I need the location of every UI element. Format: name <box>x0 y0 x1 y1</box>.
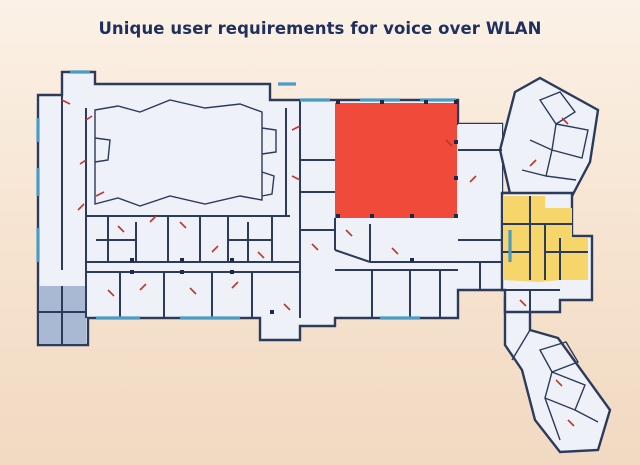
interior-walls <box>61 91 599 441</box>
east-wing-partitions <box>503 196 588 280</box>
southeast-wing-floor <box>503 296 612 454</box>
structural-posts <box>130 100 458 314</box>
large-open-room <box>335 103 457 218</box>
southwest-partitions <box>39 286 86 345</box>
diagram-title: Unique user requirements for voice over … <box>98 19 542 38</box>
east-connector-floor <box>458 124 502 240</box>
doors <box>61 99 575 427</box>
